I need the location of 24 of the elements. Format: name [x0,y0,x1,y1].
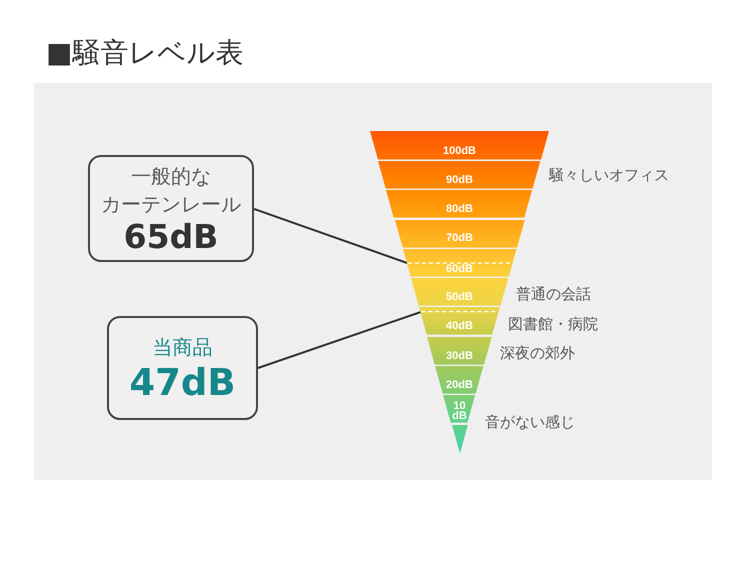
callout-label: 一般的なカーテンレール [100,162,242,218]
level-label: 90dB [446,174,473,185]
level-label: 20dB [446,380,473,390]
leader-line [254,208,408,264]
side-label: 深夜の郊外 [500,342,575,363]
side-label: 普通の会話 [516,284,591,304]
level-label: 60dB [446,264,473,274]
callout-box [88,155,254,262]
callout-value: 65dB [124,218,218,256]
level-label: 40dB [446,321,473,332]
page-title: ■騒音レベル表 [46,35,244,71]
callout-value: 47dB [129,360,236,404]
level-label: 80dB [446,204,473,214]
callout-box [107,316,258,420]
side-label: 音がない感じ [484,412,575,432]
level-label: 70dB [446,233,473,244]
level-label: 30dB [446,350,473,361]
side-label: 騒々しいオフィス [548,164,669,185]
callout-label: 当商品 [152,334,212,360]
leader-line [258,311,422,369]
side-label: 図書館・病院 [508,314,598,334]
level-label: 50dB [446,292,473,302]
level-label: 10 dB [452,400,468,421]
level-label: 100dB [442,146,476,156]
